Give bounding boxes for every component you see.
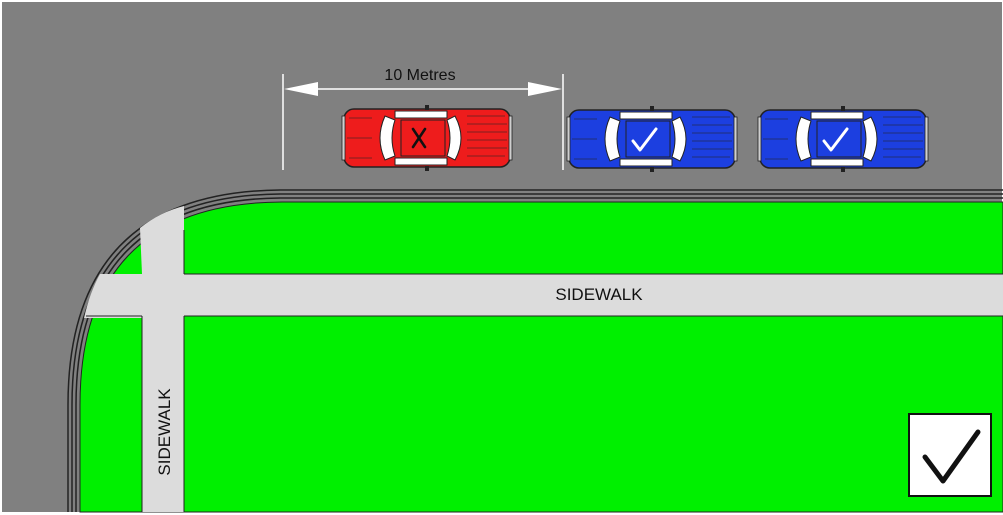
arrow-left-icon [284,82,318,96]
sidewalk-label-vertical: SIDEWALK [155,388,174,476]
grass-area [79,201,1003,513]
measurement-label: 10 Metres [384,67,455,84]
red-car [341,104,513,172]
corner-badge [908,413,992,497]
x-mark-icon [411,127,427,149]
arrow-right-icon [528,82,562,96]
blue-car-2 [757,105,929,173]
check-mark-icon [631,127,658,152]
check-mark-icon [822,127,849,152]
blue-car-1 [566,105,738,173]
sidewalk-label-horizontal: SIDEWALK [555,285,643,304]
sidewalk-paths [84,206,1003,512]
measurement-dimension [282,74,564,170]
curb [67,189,1003,512]
check-mark-icon [922,429,981,484]
